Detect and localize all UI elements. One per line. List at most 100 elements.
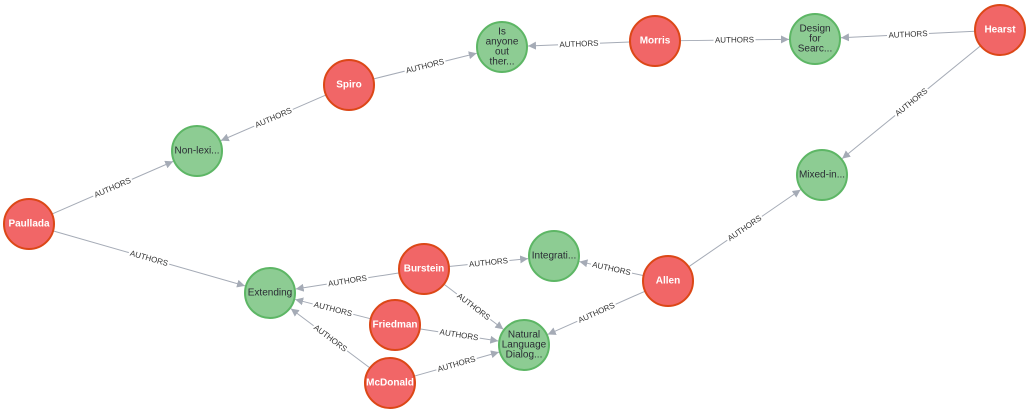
- edge-label: AUTHORS: [726, 213, 763, 243]
- node-circle[interactable]: [796, 149, 848, 201]
- edge-label: AUTHORS: [254, 106, 293, 130]
- node-circle[interactable]: [364, 357, 416, 409]
- person-node-paullada[interactable]: Paullada: [3, 198, 55, 250]
- person-node-morris[interactable]: Morris: [629, 15, 681, 67]
- edge-label-group: AUTHORS: [252, 104, 295, 131]
- node-circle[interactable]: [476, 21, 528, 73]
- person-node-mcdonald[interactable]: McDonald: [364, 357, 416, 409]
- edge-label-group: AUTHORS: [434, 353, 479, 375]
- node-circle[interactable]: [528, 230, 580, 282]
- paper-node-non-lexi[interactable]: Non-lexi...: [171, 125, 223, 177]
- relationship-edge[interactable]: AUTHORS: [579, 259, 644, 278]
- relationship-edge[interactable]: AUTHORS: [51, 160, 174, 215]
- relationship-edge[interactable]: AUTHORS: [295, 272, 400, 292]
- node-circle[interactable]: [629, 15, 681, 67]
- person-node-allen[interactable]: Allen: [642, 255, 694, 307]
- node-circle[interactable]: [171, 125, 223, 177]
- relationship-edge[interactable]: AUTHORS: [413, 350, 500, 377]
- relationship-edge[interactable]: AUTHORS: [443, 283, 504, 330]
- edge-label-group: AUTHORS: [91, 174, 134, 201]
- node-circle[interactable]: [323, 59, 375, 111]
- paper-node-natural-language[interactable]: NaturalLanguageDialog...: [498, 319, 550, 371]
- person-node-spiro[interactable]: Spiro: [323, 59, 375, 111]
- paper-node-is-anyone[interactable]: Isanyoneoutther...: [476, 21, 528, 73]
- relationship-edge[interactable]: AUTHORS: [295, 297, 371, 320]
- edge-label: AUTHORS: [559, 39, 598, 50]
- relationship-edge[interactable]: AUTHORS: [52, 230, 246, 288]
- paper-node-extending[interactable]: Extending: [244, 267, 296, 319]
- node-label: Morris: [640, 36, 671, 47]
- relationship-edge[interactable]: AUTHORS: [448, 255, 529, 270]
- edge-label-background: [437, 326, 481, 344]
- relationship-edge[interactable]: AUTHORS: [840, 28, 976, 42]
- node-label: Spiro: [336, 80, 362, 91]
- relationship-edge[interactable]: AUTHORS: [373, 51, 477, 80]
- node-label: Natural: [508, 330, 540, 341]
- edge-label: AUTHORS: [436, 354, 476, 373]
- edge-label-background: [891, 85, 931, 120]
- edge-label-background: [310, 321, 351, 355]
- edge-label-background: [434, 353, 479, 375]
- node-circle[interactable]: [498, 319, 550, 371]
- edge-label-group: AUTHORS: [310, 321, 351, 355]
- node-label: Burstein: [404, 264, 445, 275]
- person-node-friedman[interactable]: Friedman: [369, 299, 421, 351]
- edge-label: AUTHORS: [312, 323, 349, 354]
- relationship-edge[interactable]: AUTHORS: [419, 326, 499, 344]
- edge-label: AUTHORS: [591, 260, 631, 277]
- edge-label: AUTHORS: [469, 256, 509, 269]
- node-label: Integrati...: [532, 251, 576, 262]
- relationship-edge[interactable]: AUTHORS: [290, 308, 371, 369]
- edge-label: AUTHORS: [129, 249, 169, 268]
- node-label: Design: [799, 24, 830, 35]
- edge-label: AUTHORS: [455, 291, 492, 322]
- edge-label-background: [467, 255, 510, 270]
- edge-label: AUTHORS: [888, 29, 928, 40]
- edge-label-group: AUTHORS: [713, 34, 756, 46]
- node-label: ther...: [489, 57, 514, 68]
- edge-label-group: AUTHORS: [557, 38, 601, 50]
- edge-label: AUTHORS: [893, 86, 929, 118]
- paper-node-mixed-in[interactable]: Mixed-in...: [796, 149, 848, 201]
- edge-label-background: [453, 290, 494, 324]
- edge-label-background: [325, 272, 370, 290]
- edge-label-group: AUTHORS: [575, 299, 618, 326]
- edge-label: AUTHORS: [313, 300, 353, 318]
- relationship-edge[interactable]: AUTHORS: [841, 45, 981, 159]
- edge-label-background: [311, 299, 355, 320]
- edge-label: AUTHORS: [93, 176, 132, 200]
- node-label: McDonald: [366, 378, 414, 389]
- relationship-edge[interactable]: AUTHORS: [547, 290, 646, 335]
- node-circle[interactable]: [642, 255, 694, 307]
- relationship-edge[interactable]: AUTHORS: [679, 34, 790, 46]
- node-label: Mixed-in...: [799, 170, 845, 181]
- person-node-burstein[interactable]: Burstein: [398, 243, 450, 295]
- node-circle[interactable]: [3, 198, 55, 250]
- edge-label-background: [713, 34, 756, 46]
- node-circle[interactable]: [369, 299, 421, 351]
- node-label: Dialog...: [506, 350, 543, 361]
- edge-label-group: AUTHORS: [886, 28, 930, 41]
- relationship-edge[interactable]: AUTHORS: [220, 94, 327, 142]
- relationship-edge[interactable]: AUTHORS: [688, 189, 801, 268]
- paper-node-integrati[interactable]: Integrati...: [528, 230, 580, 282]
- node-label: Allen: [656, 276, 680, 287]
- node-circle[interactable]: [398, 243, 450, 295]
- edge-label-group: AUTHORS: [589, 259, 634, 278]
- node-label: Hearst: [984, 25, 1016, 36]
- person-node-hearst[interactable]: Hearst: [974, 4, 1026, 56]
- node-circle[interactable]: [244, 267, 296, 319]
- node-circle[interactable]: [974, 4, 1026, 56]
- node-label: anyone: [486, 37, 519, 48]
- paper-node-design-for[interactable]: DesignforSearc...: [789, 13, 841, 65]
- edge-label-background: [589, 259, 634, 278]
- node-circle[interactable]: [789, 13, 841, 65]
- edge-label-group: AUTHORS: [437, 326, 481, 344]
- node-label: Is: [498, 27, 506, 38]
- edge-label-group: AUTHORS: [891, 85, 931, 120]
- edge-label-group: AUTHORS: [325, 272, 370, 290]
- relationship-edge[interactable]: AUTHORS: [527, 38, 631, 50]
- node-label: Extending: [248, 288, 292, 299]
- edge-label-background: [575, 299, 618, 326]
